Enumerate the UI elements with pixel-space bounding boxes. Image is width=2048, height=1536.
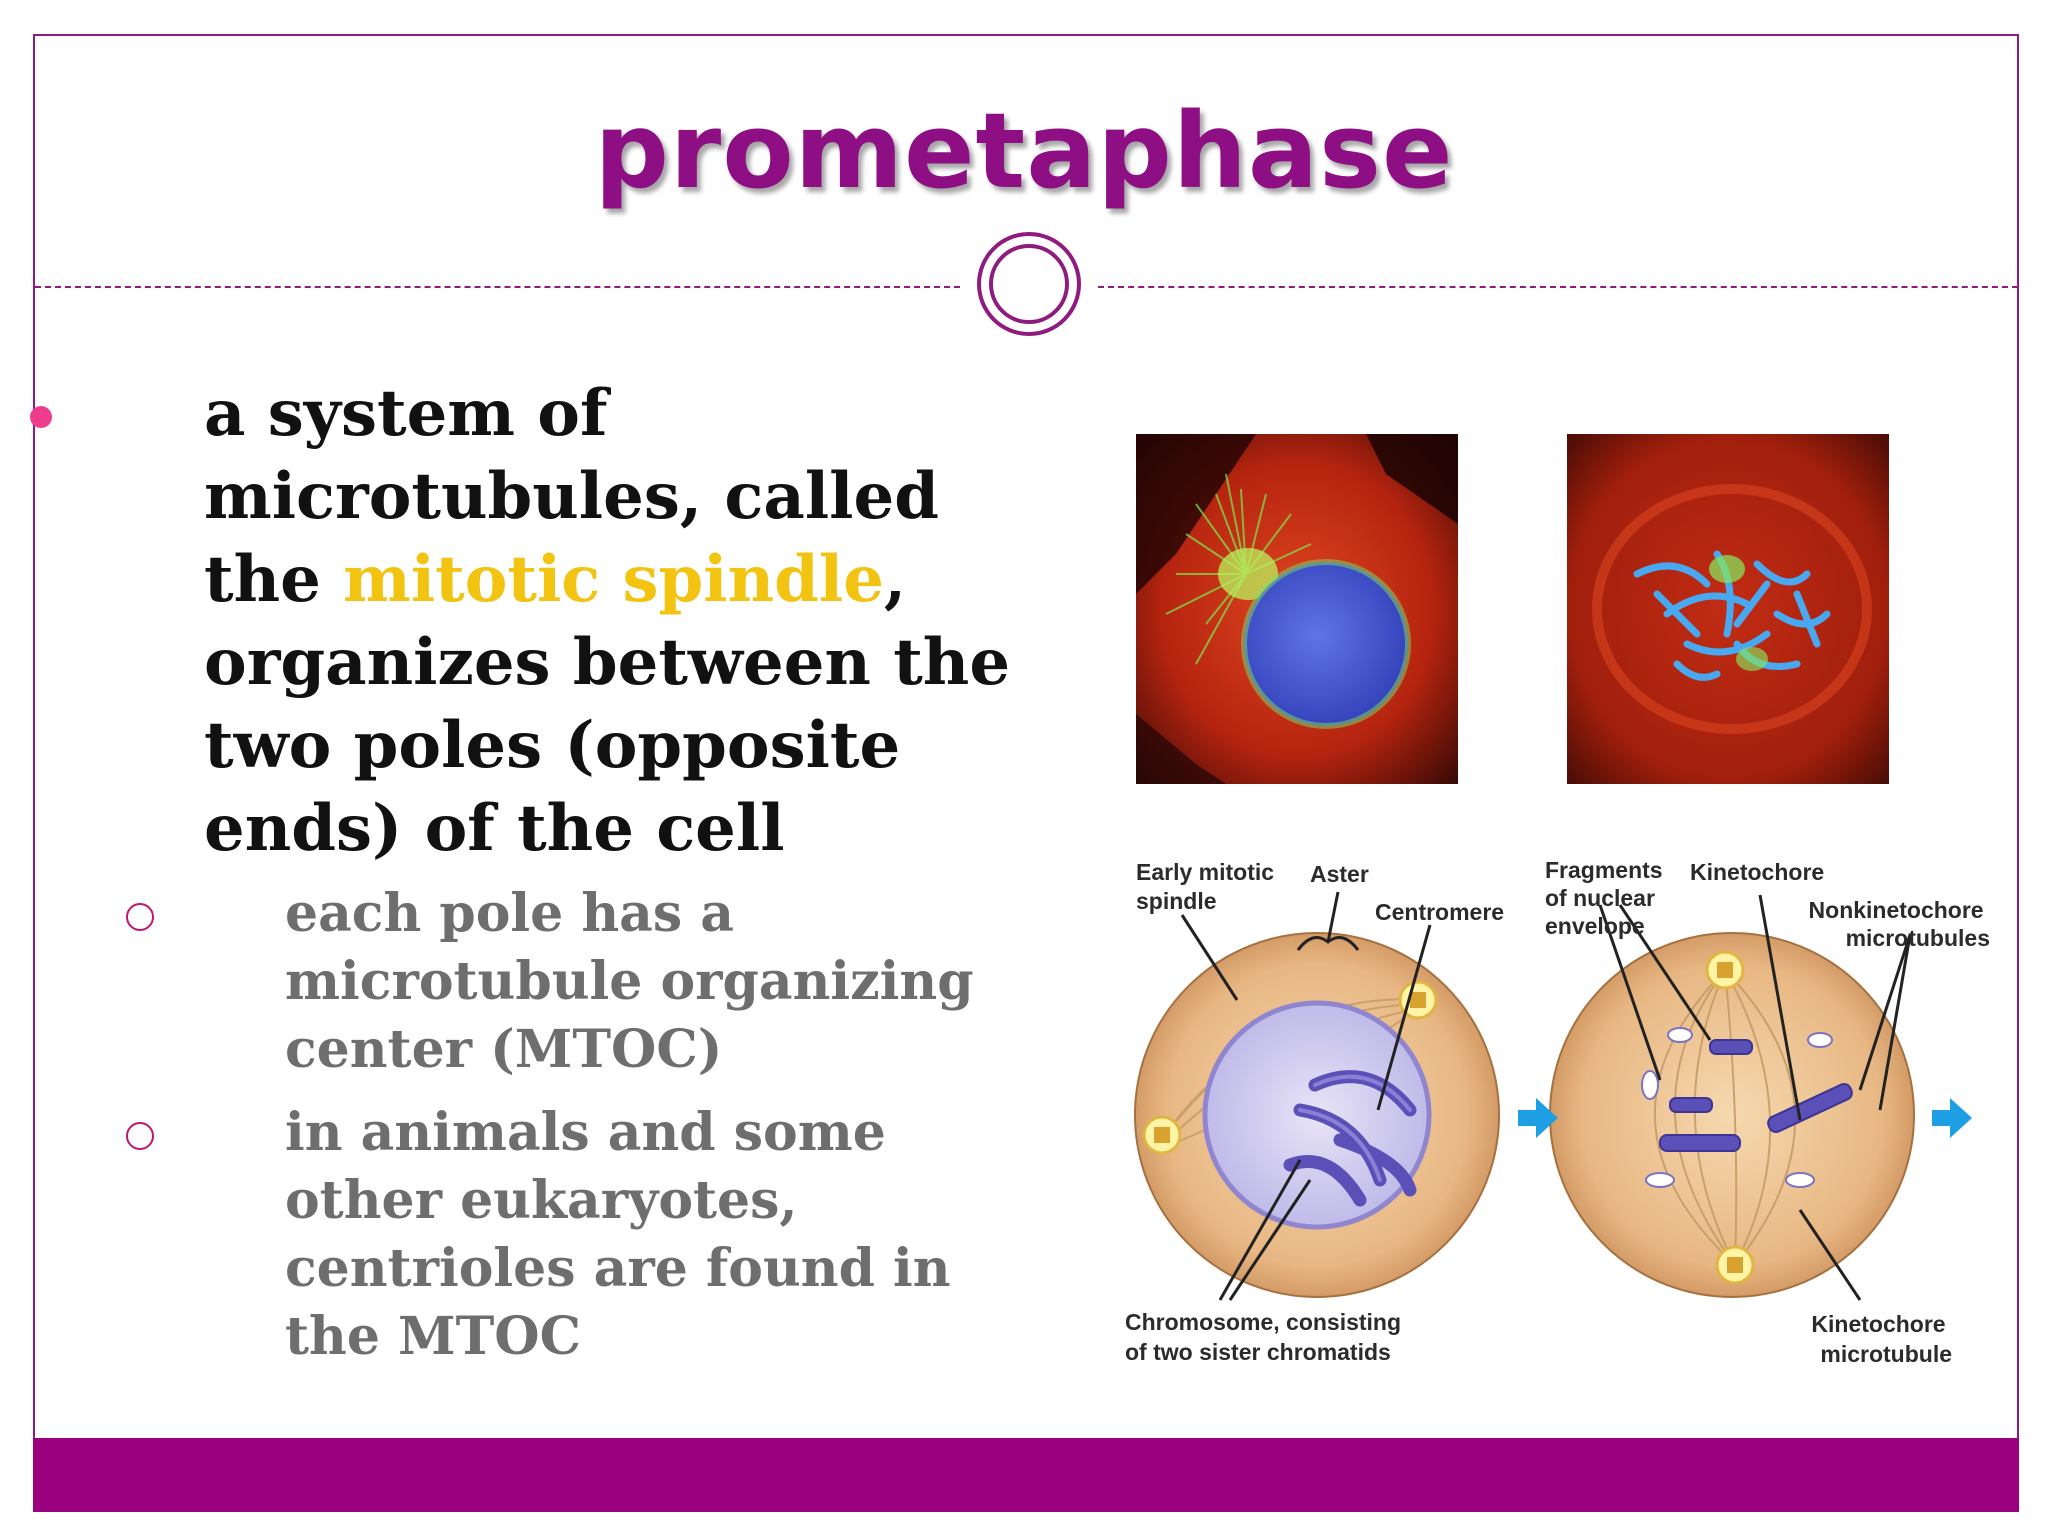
label-chromosome: Chromosome, consisting of two sister chr…	[1125, 1309, 1407, 1365]
divider-left	[35, 286, 960, 288]
label-fragments-nuclear-envelope: Fragments of nuclear envelope	[1545, 857, 1669, 939]
label-early-mitotic-spindle: Early mitotic spindle	[1136, 859, 1280, 914]
bullet-text-start: a system of microtubules, called the	[204, 376, 939, 617]
micrograph-prometaphase	[1567, 434, 1889, 784]
label-kinetochore-microtubule: Kinetochore microtubule	[1811, 1311, 1952, 1367]
prometaphase-diagram: Early mitotic spindle Aster Centromere C…	[1125, 857, 1990, 1367]
sub-bullet-circle-icon	[126, 903, 154, 931]
label-kinetochore: Kinetochore	[1690, 859, 1824, 885]
bullet-text-end: , organizes between the two poles (oppos…	[204, 542, 1011, 866]
micrograph-early-spindle	[1136, 434, 1458, 784]
arrow-icon	[1518, 1098, 1972, 1138]
prometaphase-figure: Early mitotic spindle Aster Centromere C…	[1100, 420, 2020, 1380]
early-prometaphase-cell	[1134, 932, 1500, 1298]
divider-right	[1098, 286, 2018, 288]
sub-bullet-circle-icon	[126, 1122, 154, 1150]
bottom-bar	[33, 1438, 2019, 1512]
main-bullet-text: a system of microtubules, called the mit…	[204, 372, 1024, 870]
label-centromere: Centromere	[1375, 899, 1504, 925]
sub-bullet-text-2: in animals and some other eukaryotes, ce…	[285, 1102, 951, 1367]
prometaphase-cell	[1549, 932, 1915, 1298]
mitotic-spindle-highlight: mitotic spindle	[343, 542, 884, 617]
bullet-dot-icon	[30, 406, 52, 428]
sub-bullet-text-1: each pole has a microtubule organizing c…	[285, 883, 974, 1080]
label-nonkinetochore-microtubules: Nonkinetochore microtubules	[1809, 897, 1990, 951]
divider-ring-inner-icon	[989, 244, 1069, 324]
slide-title: prometaphase	[594, 90, 1454, 212]
label-aster: Aster	[1310, 861, 1369, 887]
